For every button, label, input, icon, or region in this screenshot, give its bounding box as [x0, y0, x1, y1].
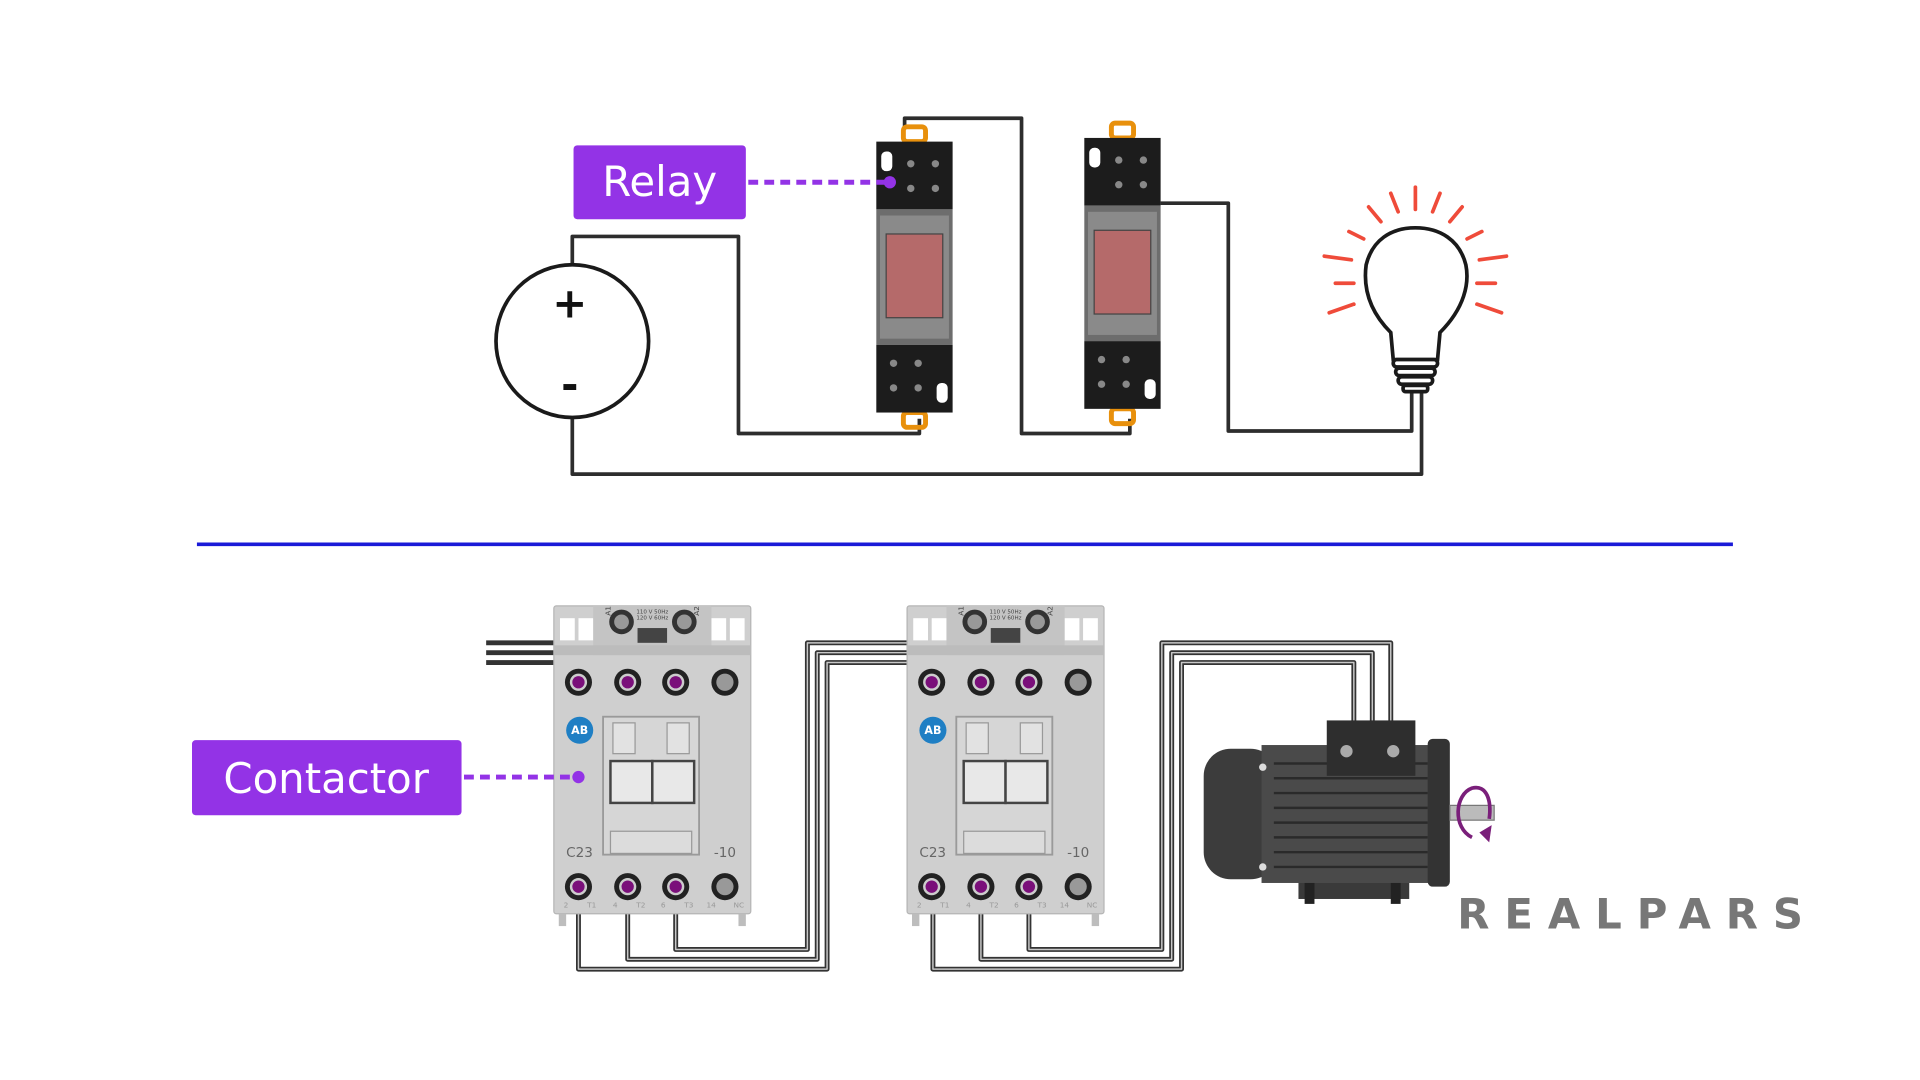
relay-icon — [876, 127, 952, 427]
source-minus: - — [561, 360, 578, 409]
terminal-label: NC — [1087, 901, 1098, 910]
contactor-suffix: -10 — [714, 845, 736, 861]
contactor-label-text: Contactor — [223, 754, 429, 803]
contactor-suffix: -10 — [1067, 845, 1089, 861]
terminal-label: NC — [734, 901, 745, 910]
terminal-label: 2 — [917, 901, 922, 910]
relay-circuit-wires — [570, 116, 1424, 476]
coil-rating-60hz: 120 V 60Hz — [636, 615, 668, 621]
contactor-icon: A1 A2 110 V 50Hz 120 V 60Hz AB C23 -10 2… — [552, 604, 753, 928]
terminal-label: T3 — [683, 901, 694, 910]
coil-a1-label: A1 — [957, 606, 966, 616]
terminal-label: 6 — [1014, 901, 1019, 910]
relay-icon — [1084, 123, 1160, 423]
relay-label: Relay — [573, 145, 896, 220]
terminal-label: 14 — [706, 901, 716, 910]
terminal-label: 2 — [564, 901, 569, 910]
terminal-label: T1 — [586, 901, 597, 910]
terminal-label: T1 — [939, 901, 950, 910]
light-bulb-icon — [1322, 185, 1509, 394]
terminal-label: T2 — [989, 901, 999, 910]
relay-label-text: Relay — [602, 157, 717, 206]
coil-a2-label: A2 — [692, 606, 701, 616]
terminal-label: 4 — [966, 901, 971, 910]
contactor-model: C23 — [566, 845, 593, 861]
terminal-label: 4 — [613, 901, 618, 910]
dc-source-icon: + - — [494, 262, 651, 420]
source-plus: + — [552, 279, 587, 328]
coil-a1-label: A1 — [603, 606, 612, 616]
coil-rating-50hz: 110 V 50Hz — [636, 609, 668, 615]
terminal-label: 6 — [661, 901, 666, 910]
contactor-model: C23 — [919, 845, 946, 861]
contactor-icon: A1 A2 110 V 50Hz 120 V 60Hz AB C23 -10 2… — [905, 604, 1106, 928]
coil-a2-label: A2 — [1045, 606, 1054, 616]
brand-badge: AB — [924, 724, 941, 737]
terminal-label: 14 — [1060, 901, 1070, 910]
terminal-label: T3 — [1037, 901, 1048, 910]
realpars-logo: REALPARS — [1457, 890, 1807, 939]
contactor-label: Contactor — [192, 740, 585, 816]
coil-rating-60hz: 120 V 60Hz — [990, 615, 1022, 621]
rotation-arrow-icon — [1456, 785, 1492, 840]
terminal-label: T2 — [635, 901, 645, 910]
brand-badge: AB — [571, 724, 588, 737]
coil-rating-50hz: 110 V 50Hz — [990, 609, 1022, 615]
motor-icon — [1203, 720, 1495, 904]
